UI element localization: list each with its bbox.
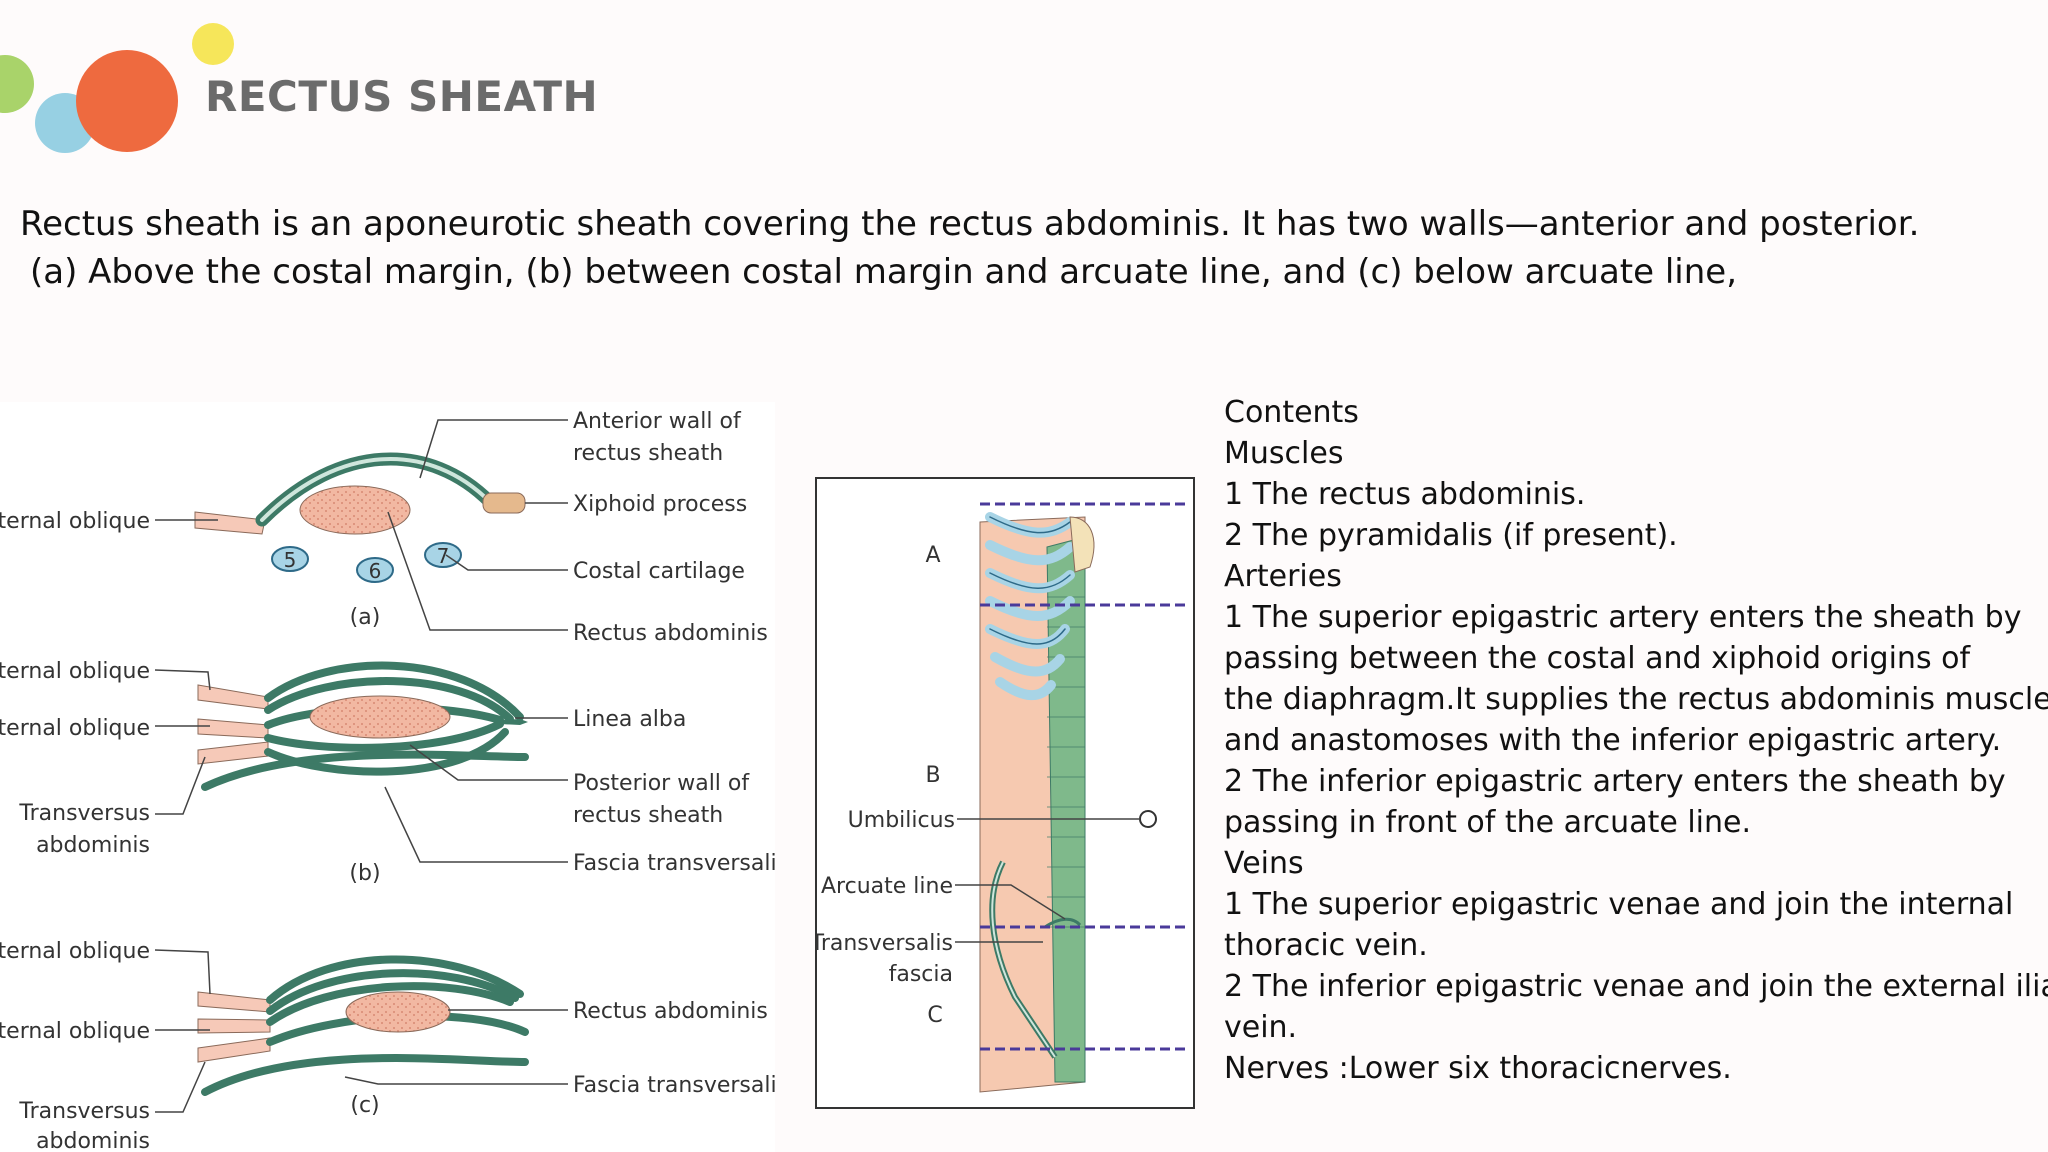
contents-line: and anastomoses with the inferior epigas… (1224, 723, 2002, 758)
label-external-oblique-a: External oblique (0, 509, 150, 534)
transversalis-label-2: fascia (889, 962, 953, 987)
slide-title: RECTUS SHEATH (205, 72, 599, 121)
rib-7-label: 7 (437, 544, 450, 568)
cross-section-figure: 5 6 7 External oblique Anterior wall of … (0, 402, 775, 1152)
label-transversus-b-2: abdominis (36, 833, 150, 858)
contents-line: the diaphragm.It supplies the rectus abd… (1224, 682, 2048, 717)
label-fascia-b: Fascia transversalis (573, 851, 775, 876)
external-oblique-muscle-a (194, 511, 266, 535)
contents-line: 2 The inferior epigastric venae and join… (1224, 969, 2048, 1004)
contents-line: 1 The superior epigastric artery enters … (1224, 600, 2022, 635)
intro-line-2: (a) Above the costal margin, (b) between… (30, 252, 1738, 292)
rib-6-label: 6 (369, 559, 382, 583)
section-a: 5 6 7 External oblique Anterior wall of … (0, 409, 768, 646)
label-external-oblique-b: External oblique (0, 659, 150, 684)
decor-yellow-circle (192, 23, 234, 65)
label-transversus-c-1: Transversus (18, 1099, 150, 1124)
ribs-illustration (985, 512, 1075, 701)
zone-c-label: C (927, 1003, 942, 1028)
umbilicus-marker (1139, 810, 1157, 828)
contents-line: Contents (1224, 395, 1359, 430)
level-lines (980, 502, 1185, 1051)
zone-b-label: B (925, 763, 940, 788)
caption-c: (c) (350, 1093, 379, 1118)
arcuate-curve (1044, 917, 1082, 929)
label-costal-cartilage: Costal cartilage (573, 559, 745, 584)
intro-text: Rectus sheath is an aponeurotic sheath c… (20, 200, 1919, 296)
caption-b: (b) (349, 861, 380, 886)
decor-green-circle (0, 55, 34, 113)
umbilicus-label: Umbilicus (848, 808, 955, 833)
contents-line: passing between the costal and xiphoid o… (1224, 641, 1971, 676)
contents-line: Veins (1224, 846, 1304, 881)
label-xiphoid: Xiphoid process (573, 492, 747, 517)
section-b: External oblique Internal oblique Transv… (0, 659, 775, 886)
contents-line: 1 The superior epigastric venae and join… (1224, 887, 2014, 922)
rib-6: 6 (356, 557, 394, 583)
contents-line: passing in front of the arcuate line. (1224, 805, 1752, 840)
contents-line: 2 The inferior epigastric artery enters … (1224, 764, 2006, 799)
contents-line: 2 The pyramidalis (if present). (1224, 518, 1678, 553)
contents-line: Muscles (1224, 436, 1344, 471)
rectus-abdominis-c (345, 991, 451, 1033)
abdominal-wall-figure: A B Umbilicus Arcuate line Transversalis… (815, 477, 1195, 1109)
label-external-oblique-c: External oblique (0, 939, 150, 964)
label-transversus-b-1: Transversus (18, 801, 150, 826)
rib-5-label: 5 (284, 548, 297, 572)
label-internal-oblique-b: Internal oblique (0, 716, 150, 741)
contents-line: Nerves :Lower six thoracicnerves. (1224, 1051, 1732, 1086)
label-anterior-wall-1: Anterior wall of (573, 409, 742, 434)
contents-list: Contents Muscles 1 The rectus abdominis.… (1224, 392, 2048, 1089)
intro-line-1: Rectus sheath is an aponeurotic sheath c… (20, 204, 1920, 244)
zone-a-label: A (925, 543, 940, 568)
label-posterior-wall-1: Posterior wall of (573, 771, 750, 796)
label-fascia-c: Fascia transversalis (573, 1073, 775, 1098)
label-rectus-abdominis-c: Rectus abdominis (573, 999, 768, 1024)
rib-5: 5 (271, 546, 309, 572)
rectus-abdominis-a (299, 485, 411, 535)
xiphoid-right (1069, 516, 1095, 573)
label-posterior-wall-2: rectus sheath (573, 803, 723, 828)
rectus-abdominis-b (309, 695, 451, 739)
transversalis-label-1: Transversalis (815, 931, 953, 956)
linea-alba-shape (500, 719, 528, 725)
contents-line: thoracic vein. (1224, 928, 1428, 963)
contents-line: Arteries (1224, 559, 1342, 594)
caption-a: (a) (350, 605, 381, 630)
contents-line: 1 The rectus abdominis. (1224, 477, 1586, 512)
arcuate-line-label: Arcuate line (821, 874, 953, 899)
label-internal-oblique-c: Internal oblique (0, 1019, 150, 1044)
label-rectus-abdominis-a: Rectus abdominis (573, 621, 768, 646)
rib-7: 7 (424, 542, 462, 568)
section-c: External oblique Internal oblique Transv… (0, 939, 775, 1152)
decor-orange-circle (76, 50, 178, 152)
xiphoid-process (482, 492, 526, 514)
label-anterior-wall-2: rectus sheath (573, 441, 723, 466)
label-transversus-c-2: abdominis (36, 1129, 150, 1152)
label-linea-alba: Linea alba (573, 707, 686, 732)
contents-line: vein. (1224, 1010, 1298, 1045)
